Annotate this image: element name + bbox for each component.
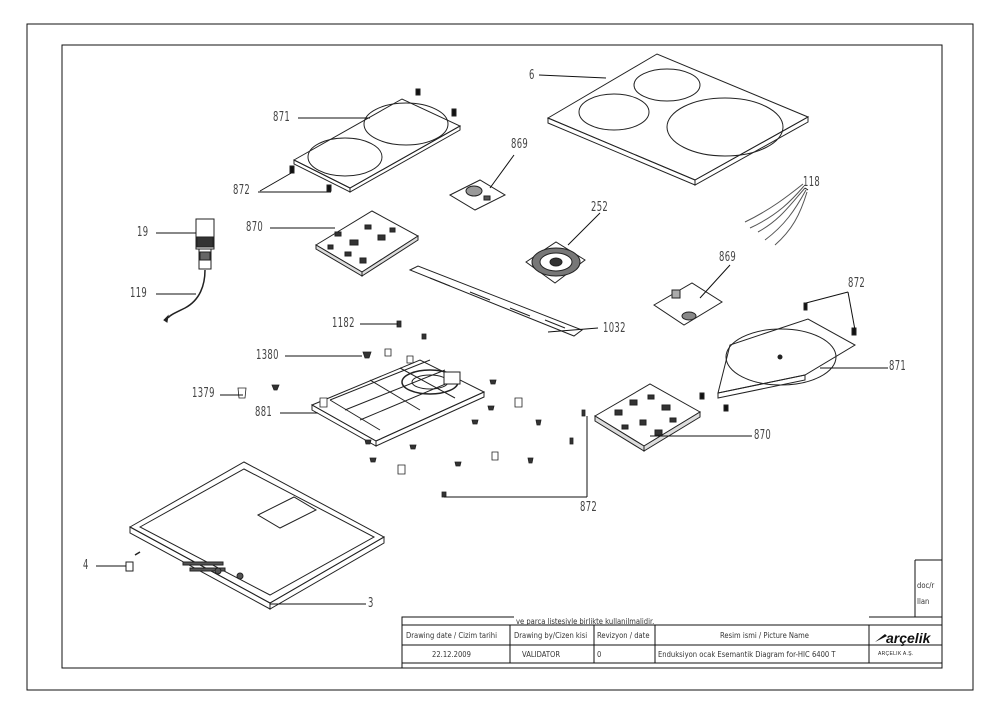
label-872-right: 872 [848,276,866,291]
label-3: 3 [368,596,374,611]
header-drawing-date: Drawing date / Cizim tarihi [406,631,497,640]
side-box-line-1: doc/r [917,581,935,590]
outer-frame [26,23,974,691]
sensor-board-top-part [448,179,507,211]
title-note: ve parca listesiyle birlikte kullanilmal… [516,617,655,626]
wire-harness-part [744,183,808,246]
header-picture-name: Resim ismi / Picture Name [720,631,809,640]
label-872-bottom: 872 [580,500,598,515]
logo-swoosh-icon [875,634,887,642]
fasteners [237,320,586,498]
value-drawing-date: 22.12.2009 [432,650,471,659]
inner-frame [61,44,943,669]
label-869-top: 869 [511,137,529,152]
label-1182: 1182 [332,316,355,331]
label-1032: 1032 [603,321,626,336]
label-6: 6 [529,68,535,83]
bottom-housing-part [125,461,386,610]
zone-plate-top-part [289,88,462,193]
label-872-top: 872 [233,183,251,198]
gasket-strip-part [408,265,584,337]
zone-plate-right-part [699,302,857,412]
logo-subtitle: ARÇELIK A.Ş. [878,651,914,657]
label-119: 119 [130,286,148,301]
value-revision: 0 [597,650,602,659]
label-871-right: 871 [889,359,907,374]
sensor-board-mid-part [653,282,723,326]
label-252: 252 [591,200,609,215]
value-picture-name: Enduksiyon ocak Esemantik Diagram for-HI… [658,650,836,659]
value-drawn-by: VALIDATOR [522,650,561,659]
label-870-top: 870 [246,220,264,235]
power-board-right-part [594,383,701,452]
label-1379: 1379 [192,386,215,401]
title-block [401,559,942,668]
label-19: 19 [137,225,149,240]
power-connector-part [163,218,215,323]
label-869-mid: 869 [719,250,737,265]
label-118: 118 [803,175,821,190]
power-board-top-part [315,210,419,277]
label-881: 881 [255,405,273,420]
glass-top-part [546,53,810,186]
induction-coil-part [525,241,586,284]
chassis-frame-part [310,359,486,447]
label-871-top: 871 [273,110,291,125]
side-box-line-2: Ilan [917,597,930,606]
label-870-right: 870 [754,428,772,443]
leader-lines [96,74,888,605]
label-4: 4 [83,558,89,573]
arcelik-logo: arçelik [886,630,931,646]
header-revision: Revizyon / date [597,631,650,640]
label-1380: 1380 [256,348,279,363]
header-drawn-by: Drawing by/Cizen kisi [514,631,588,640]
